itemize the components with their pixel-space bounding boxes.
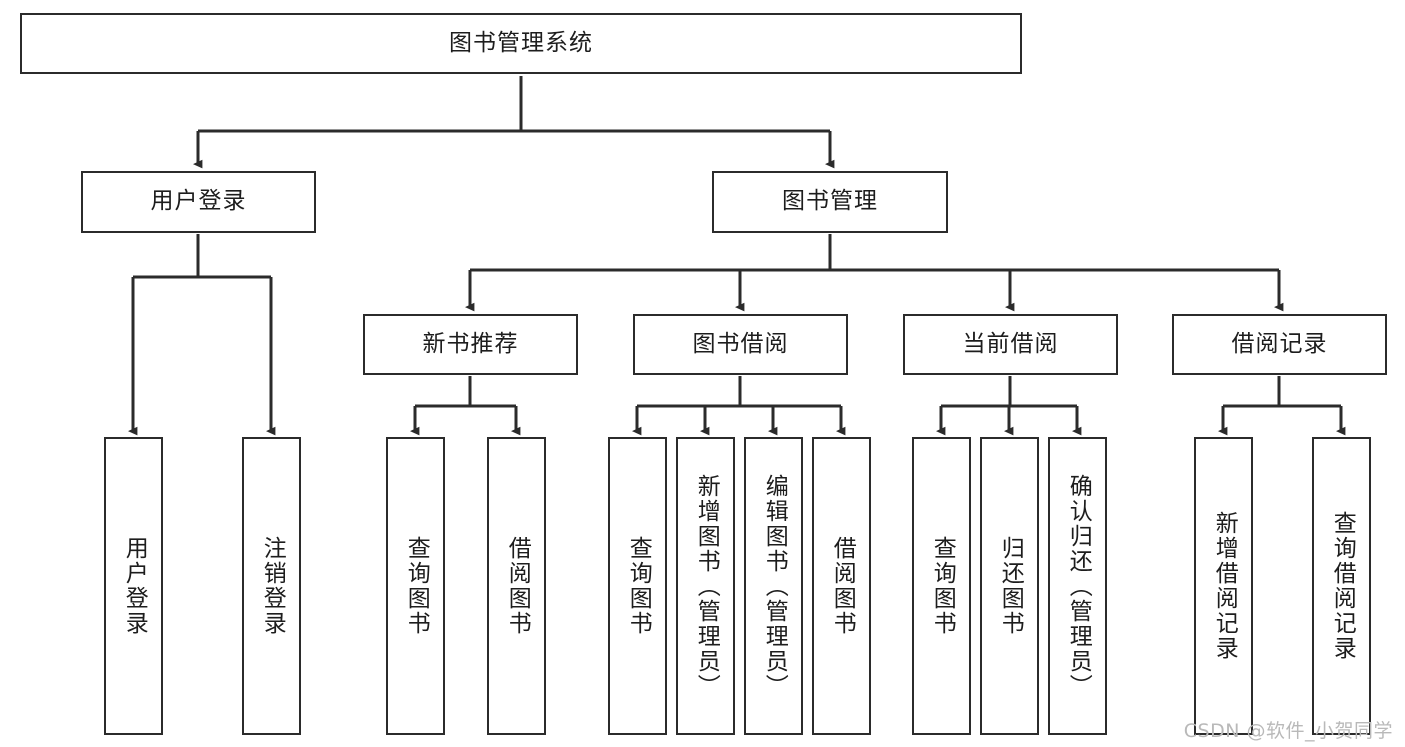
node-label: 查询图书 [625,536,652,636]
node-leaf-query-book-current[interactable]: 查询图书 [912,437,971,735]
node-label: 图书管理系统 [449,29,593,56]
node-leaf-edit-book-admin[interactable]: 编辑图书（管理员） [744,437,803,735]
node-new-book-recommend[interactable]: 新书推荐 [363,314,578,375]
node-leaf-query-borrow-record[interactable]: 查询借阅记录 [1312,437,1371,735]
node-label: 当前借阅 [962,330,1059,357]
node-label: 用户登录 [121,536,148,636]
node-label: 图书管理 [782,188,878,215]
node-label: 查询图书 [929,536,956,636]
node-borrow-record[interactable]: 借阅记录 [1172,314,1387,375]
watermark-text: CSDN @软件_小贺同学 [1183,720,1393,742]
node-label: 编辑图书（管理员） [761,473,788,699]
node-label: 归还图书 [997,536,1024,636]
node-label: 图书借阅 [692,330,789,357]
node-label: 新增图书（管理员） [693,473,720,699]
node-leaf-borrow-book-borrow[interactable]: 借阅图书 [812,437,871,735]
node-label: 借阅图书 [504,536,531,636]
node-leaf-return-book[interactable]: 归还图书 [980,437,1039,735]
node-label: 确认归还（管理员） [1065,473,1092,699]
node-leaf-add-borrow-record[interactable]: 新增借阅记录 [1194,437,1253,735]
node-current-borrow[interactable]: 当前借阅 [903,314,1118,375]
node-label: 用户登录 [150,188,247,215]
node-leaf-add-book-admin[interactable]: 新增图书（管理员） [676,437,735,735]
node-leaf-confirm-return-admin[interactable]: 确认归还（管理员） [1048,437,1107,735]
node-label: 借阅图书 [829,536,856,636]
node-leaf-query-book-recommend[interactable]: 查询图书 [386,437,445,735]
node-leaf-user-login[interactable]: 用户登录 [104,437,163,735]
node-label: 借阅记录 [1231,330,1328,357]
node-user-login[interactable]: 用户登录 [81,171,316,233]
node-label: 查询图书 [403,536,430,636]
node-label: 新书推荐 [422,330,519,357]
node-book-manage[interactable]: 图书管理 [712,171,948,233]
node-root-book-management-system[interactable]: 图书管理系统 [20,13,1022,74]
node-label: 查询借阅记录 [1329,511,1356,661]
node-book-borrow[interactable]: 图书借阅 [633,314,848,375]
node-leaf-logout-login[interactable]: 注销登录 [242,437,301,735]
node-label: 新增借阅记录 [1211,511,1238,661]
node-leaf-query-book-borrow[interactable]: 查询图书 [608,437,667,735]
node-leaf-borrow-book-recommend[interactable]: 借阅图书 [487,437,546,735]
node-label: 注销登录 [259,536,286,636]
